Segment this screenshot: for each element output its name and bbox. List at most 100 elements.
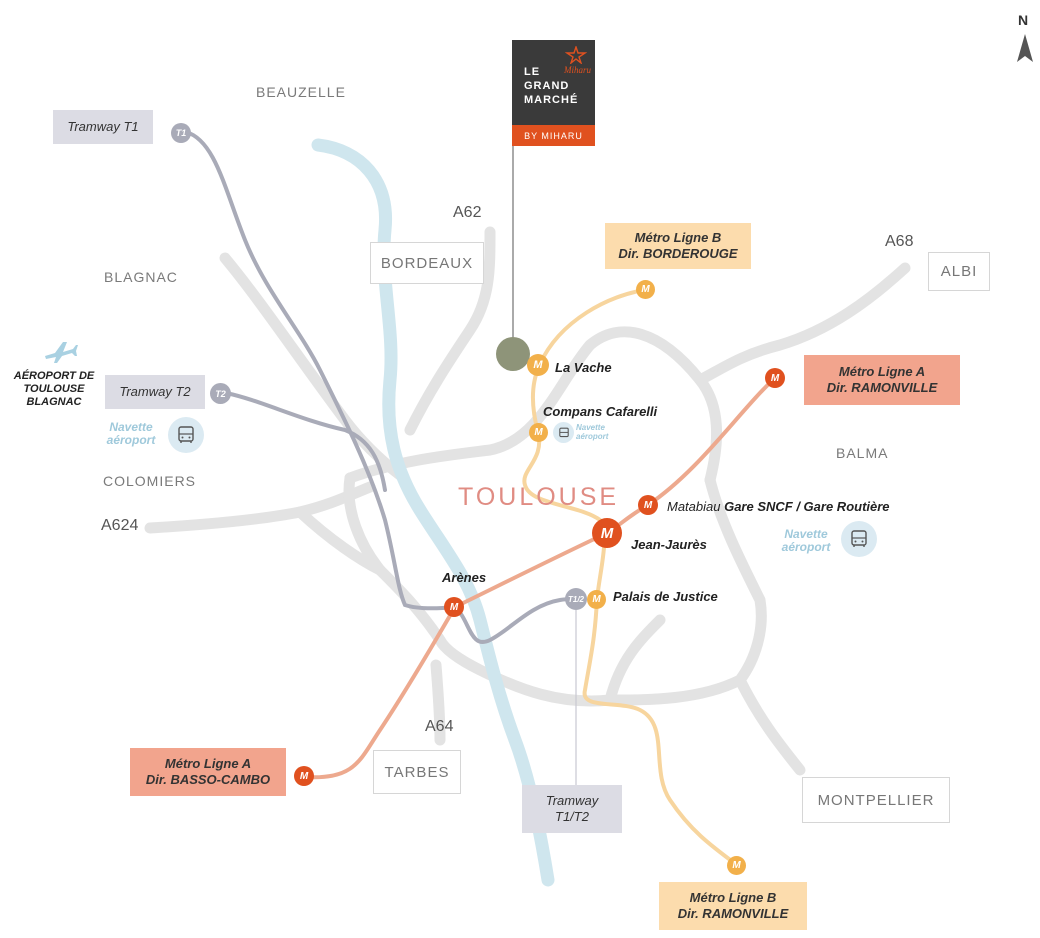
road-ring-north [344, 326, 722, 486]
tram-t2-label: Tramway T2 [119, 384, 191, 399]
badge-metro-b-ramonville-label: M [732, 860, 741, 871]
road-a64 [430, 659, 446, 746]
shuttle-compans-line1: Navette [576, 423, 605, 432]
badge-jean-jaures: M [592, 518, 622, 548]
bus-icon [178, 426, 194, 443]
shuttle-compans-label: Navette aéroport [576, 423, 608, 441]
road-ring-south [374, 564, 616, 707]
metro-b-south-label2: Dir. RAMONVILLE [677, 906, 789, 921]
station-matabiau: Matabiau Gare SNCF / Gare Routière [667, 499, 890, 514]
city-tarbes: TARBES [384, 763, 450, 781]
brand-line2: GRAND [524, 80, 570, 92]
airport-line3: BLAGNAC [26, 396, 82, 408]
station-jean-jaures: Jean-Jaurès [631, 537, 707, 552]
brand-line1: LE [524, 66, 541, 78]
shuttle-matabiau-label: Navette aéroport [773, 528, 839, 554]
road-network [144, 226, 911, 776]
metro-a-east-label1: Métro Ligne A [838, 364, 926, 379]
shuttle-matabiau-line2: aéroport [781, 540, 831, 554]
tram-t1-box: Tramway T1 [53, 110, 153, 144]
station-matabiau-detail: Gare SNCF / Gare Routière [724, 499, 890, 514]
town-balma: BALMA [836, 445, 889, 461]
badge-metro-b-borderouge-label: M [641, 284, 650, 295]
road-label-a64: A64 [425, 718, 454, 735]
tram-t1-line [184, 130, 457, 611]
airplane-icon [45, 342, 78, 363]
tram-t2-box: Tramway T2 [105, 375, 205, 409]
airport-line1: AÉROPORT DE [13, 370, 95, 382]
grand-marche-location [496, 337, 530, 371]
metro-b-north-label2: Dir. BORDEROUGE [618, 246, 738, 261]
metro-b-north-box: Métro Ligne B Dir. BORDEROUGE [605, 223, 751, 269]
brand-tag-text: BY MIHARU [524, 130, 583, 141]
shuttle-airport-bus [168, 417, 204, 453]
badge-t1t2: T1/2 [565, 588, 587, 610]
city-box-bordeaux: BORDEAUX [370, 242, 484, 284]
badge-palais-label: M [592, 594, 601, 605]
badge-t2: T2 [210, 383, 231, 404]
brand-mark: Miharu [564, 65, 591, 75]
badge-metro-b-ramonville: M [727, 856, 746, 875]
road-ring-east [604, 474, 767, 706]
shuttle-airport-line1: Navette [109, 420, 153, 434]
road-west-link [294, 506, 386, 576]
shuttle-compans-line2: aéroport [576, 432, 609, 441]
road-label-a62: A62 [453, 204, 482, 221]
metro-a-west-box: Métro Ligne A Dir. BASSO-CAMBO [130, 748, 286, 796]
badge-matabiau-label: M [643, 499, 653, 511]
city-box-albi: ALBI [928, 252, 990, 291]
road-blagnac [219, 252, 406, 481]
badge-metro-a-ramonville-label: M [770, 372, 780, 384]
station-arenes: Arènes [442, 570, 487, 585]
badge-metro-a-basso-cambo-label: M [299, 770, 309, 782]
badge-arenes-label: M [449, 601, 459, 613]
badge-la-vache: M [527, 354, 549, 376]
miharu-logo-icon [565, 46, 587, 64]
badge-compans: M [529, 423, 548, 442]
badge-metro-b-borderouge: M [636, 280, 655, 299]
road-montpellier [734, 674, 806, 776]
station-la-vache: La Vache [555, 360, 612, 375]
shuttle-airport-line2: aéroport [106, 433, 156, 447]
badge-jean-jaures-label: M [600, 524, 614, 542]
metro-a-east-box: Métro Ligne A Dir. RAMONVILLE [804, 355, 960, 405]
town-beauzelle: BEAUZELLE [256, 84, 346, 100]
metro-a-line [303, 376, 777, 780]
badge-t1-label: T1 [175, 128, 187, 138]
tram-t1t2-label1: Tramway [545, 793, 599, 808]
shuttle-airport-label: Navette aéroport [98, 421, 164, 447]
station-compans: Compans Cafarelli [543, 404, 658, 419]
road-a68 [694, 262, 911, 386]
airport-line2: TOULOUSE [23, 383, 85, 395]
tram-t2-line [224, 391, 387, 492]
city-box-montpellier: MONTPELLIER [802, 777, 950, 823]
city-box-tarbes: TARBES [373, 750, 461, 794]
compass-letter: N [1018, 12, 1029, 28]
tram-t1t2-box: Tramway T1/T2 [522, 785, 622, 833]
bus-icon [851, 530, 867, 547]
brand-line3: MARCHÉ [524, 94, 579, 106]
metro-a-west-label1: Métro Ligne A [164, 756, 252, 771]
tram-t1t2-label2: T1/T2 [555, 809, 589, 824]
metro-b-south-label1: Métro Ligne B [689, 890, 777, 905]
badge-palais: M [587, 590, 606, 609]
station-palais: Palais de Justice [613, 589, 718, 604]
city-albi: ALBI [940, 263, 978, 280]
road-label-a68: A68 [885, 233, 914, 250]
badge-t1t2-label: T1/2 [567, 594, 584, 604]
road-a62 [404, 226, 496, 436]
badge-la-vache-label: M [533, 359, 543, 371]
brand-logo: Miharu LE GRAND MARCHÉ [512, 40, 595, 125]
metro-b-north-label1: Métro Ligne B [634, 230, 722, 245]
bus-icon [558, 427, 569, 437]
metro-a-east-label2: Dir. RAMONVILLE [826, 380, 938, 395]
badge-compans-label: M [534, 427, 543, 438]
badge-metro-a-ramonville: M [765, 368, 785, 388]
river-garonne [311, 138, 555, 887]
badge-metro-a-basso-cambo: M [294, 766, 314, 786]
shuttle-matabiau-bus [841, 521, 877, 557]
town-blagnac: BLAGNAC [104, 269, 178, 285]
road-south-link [604, 614, 666, 706]
